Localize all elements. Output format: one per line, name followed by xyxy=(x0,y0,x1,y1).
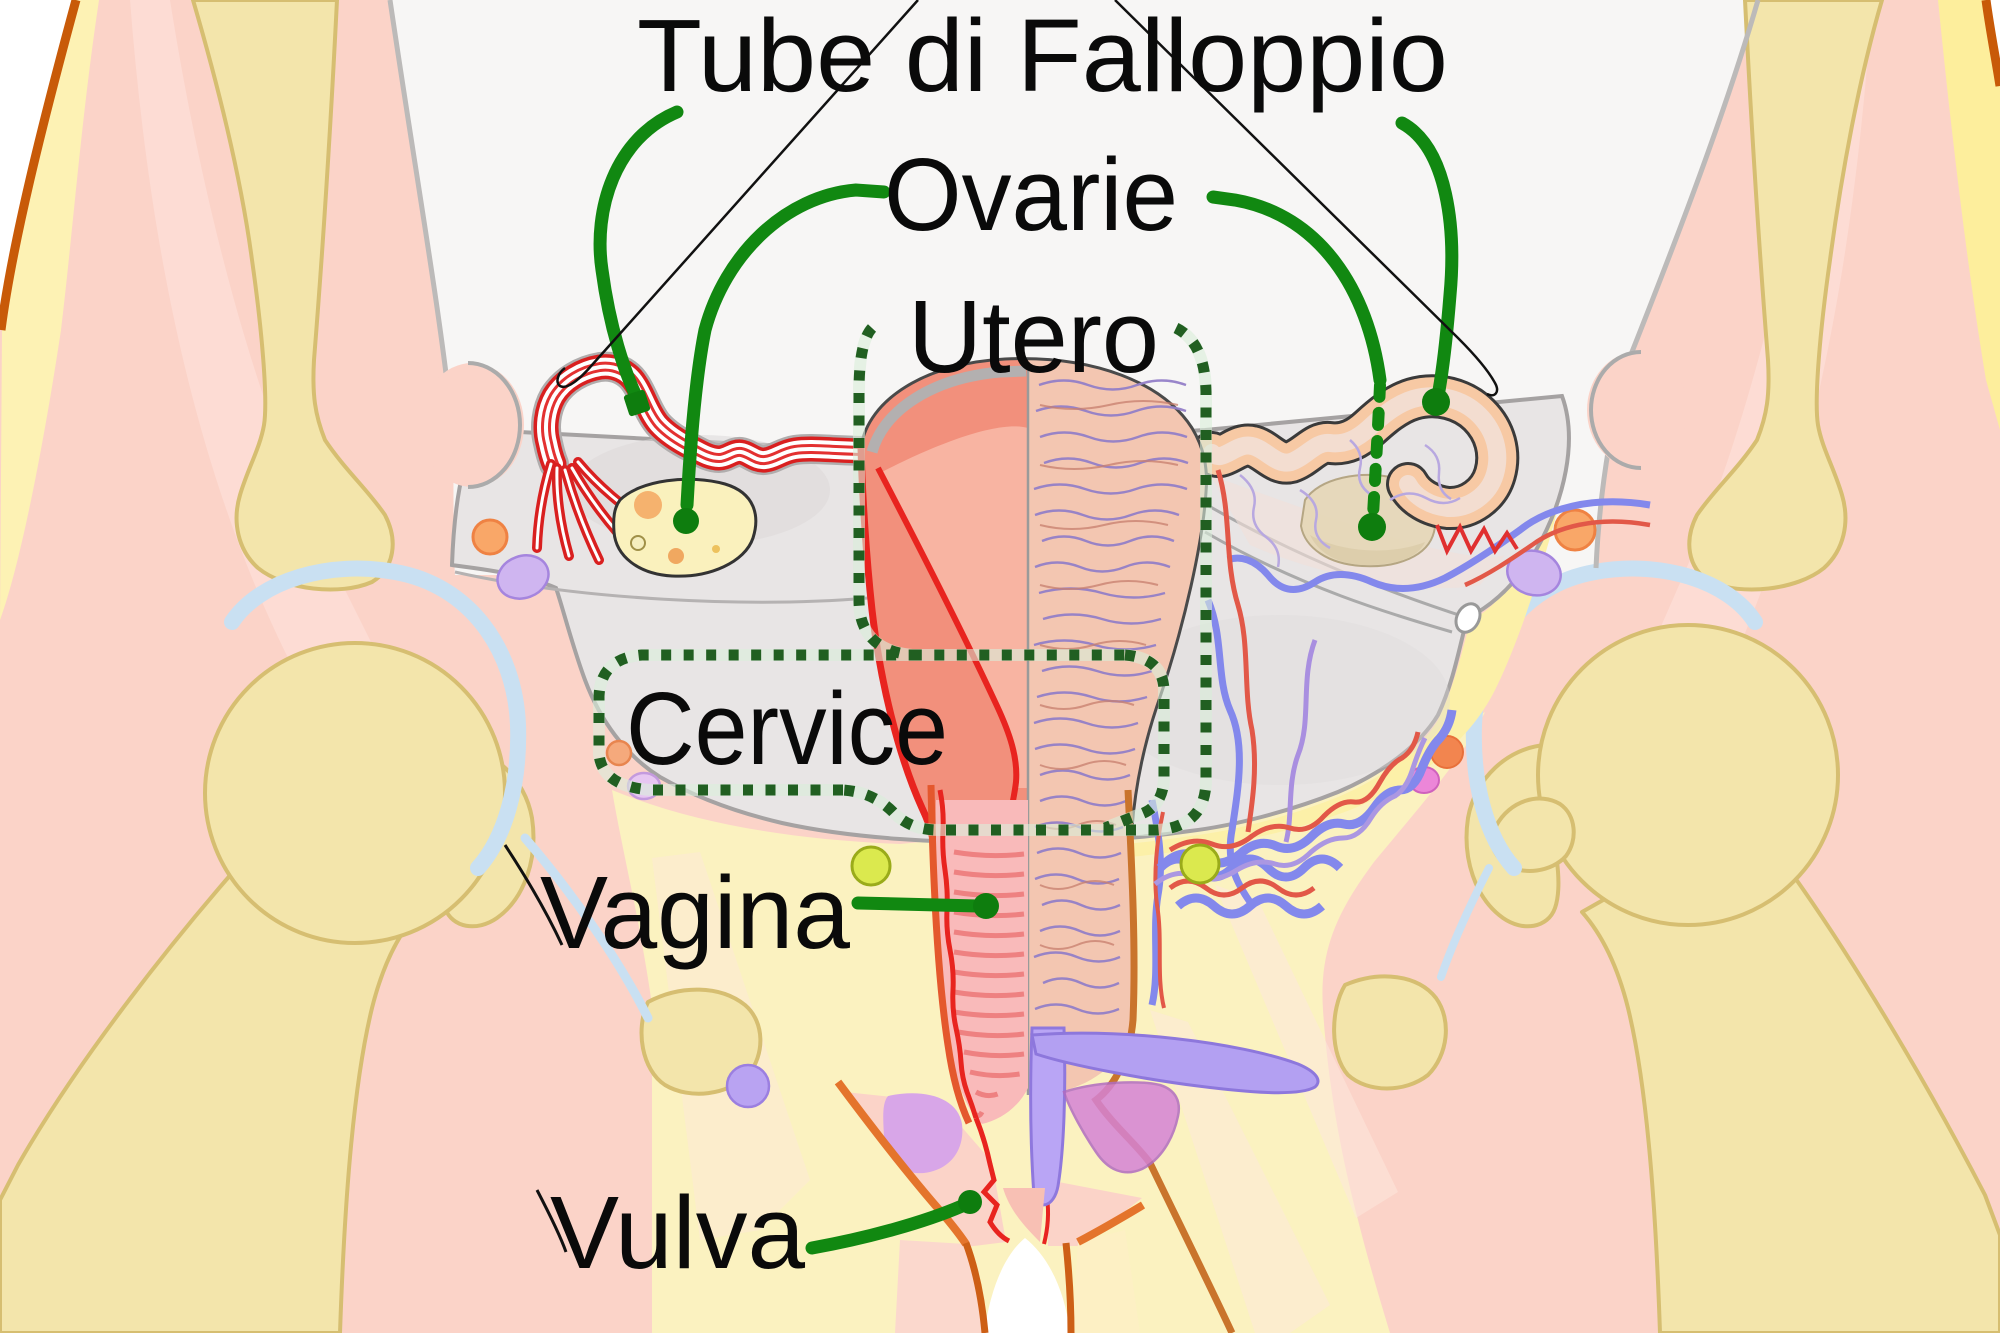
svg-text:Tube di Falloppio: Tube di Falloppio xyxy=(637,0,1448,113)
svg-text:Ovarie: Ovarie xyxy=(884,137,1178,252)
svg-text:Vagina: Vagina xyxy=(540,855,851,970)
svg-text:Vulva: Vulva xyxy=(550,1175,806,1290)
svg-text:Cervice: Cervice xyxy=(626,671,948,786)
svg-text:Utero: Utero xyxy=(908,279,1159,394)
